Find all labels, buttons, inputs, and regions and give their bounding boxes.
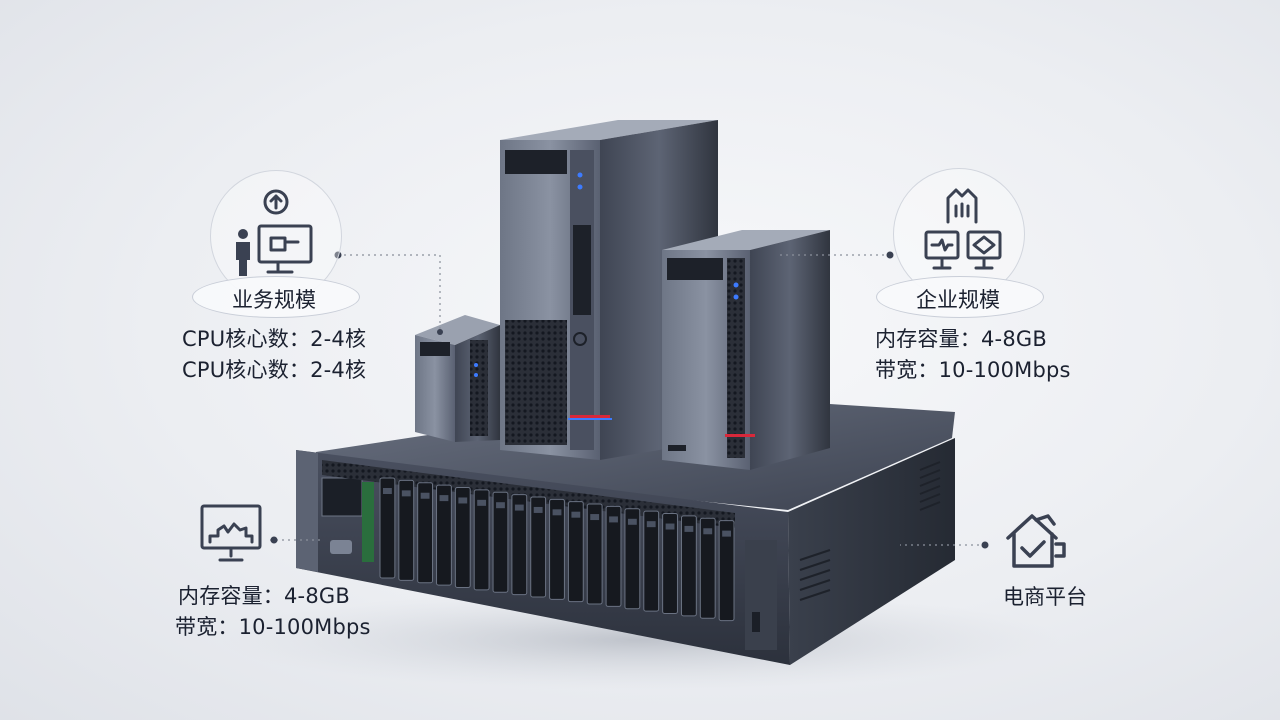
drive-bay — [586, 503, 603, 605]
drive-bay — [511, 494, 528, 596]
drive-bay — [436, 484, 452, 586]
drive-bay-latch — [383, 488, 392, 494]
drive-bay-latch — [496, 502, 505, 509]
drive-bay — [624, 508, 641, 610]
small-tower-server — [415, 315, 500, 442]
drive-bay-latch — [627, 518, 637, 525]
drive-bay — [699, 517, 716, 619]
drive-bay — [417, 482, 434, 584]
drive-bay — [567, 501, 584, 603]
drive-bay-latch — [590, 514, 600, 521]
drive-bay — [605, 505, 622, 607]
drive-bay-latch — [722, 530, 731, 537]
drive-bay — [643, 510, 660, 612]
drive-bay-latch — [684, 525, 694, 532]
drive-bay-latch — [665, 523, 675, 530]
monitor-bandwidth-spec: 带宽：10-100Mbps — [175, 615, 371, 639]
drive-bay-latch — [552, 509, 562, 516]
drive-bay — [398, 479, 415, 581]
business-scale-label: 业务规模 — [232, 288, 316, 312]
house-check-icon — [1006, 514, 1066, 568]
drive-bay — [718, 520, 735, 622]
drive-bay-latch — [609, 516, 618, 523]
business-scale-pill — [192, 276, 360, 318]
drive-bay — [680, 515, 697, 617]
enterprise-memory-spec: 内存容量：4-8GB — [875, 327, 1047, 351]
drive-bay-latch — [420, 492, 430, 499]
drive-bay — [473, 489, 490, 591]
business-cpu-spec-2: CPU核心数：2-4核 — [182, 358, 367, 382]
monitor-chart-icon — [200, 504, 262, 562]
person-with-monitor-upload-icon — [236, 189, 313, 276]
drive-bay — [662, 513, 678, 615]
leader-lines — [270, 254, 985, 546]
building-with-two-monitors-icon — [924, 188, 1002, 270]
drive-bay-latch — [571, 511, 581, 518]
drive-bay-latch — [533, 506, 543, 513]
drive-bay — [454, 486, 471, 588]
drive-bay-latch — [401, 490, 411, 497]
enterprise-scale-pill — [876, 276, 1044, 318]
drive-bay-latch — [477, 499, 487, 506]
enterprise-scale-label: 企业规模 — [916, 288, 1000, 312]
business-cpu-spec-1: CPU核心数：2-4核 — [182, 327, 367, 351]
drive-bay-latch — [458, 497, 468, 504]
drive-bay — [549, 498, 565, 600]
medium-tower-server — [662, 230, 830, 470]
drive-bay-latch — [703, 528, 713, 535]
drive-bay-latch — [439, 495, 449, 502]
drive-bay-latch — [514, 504, 524, 511]
drive-bay — [530, 496, 547, 598]
monitor-memory-spec: 内存容量：4-8GB — [178, 584, 350, 608]
drive-bay-latch — [646, 521, 656, 528]
drive-bay — [379, 477, 396, 579]
enterprise-bandwidth-spec: 带宽：10-100Mbps — [875, 358, 1071, 382]
ecommerce-label: 电商平台 — [1003, 585, 1087, 609]
drive-bay — [492, 491, 509, 593]
